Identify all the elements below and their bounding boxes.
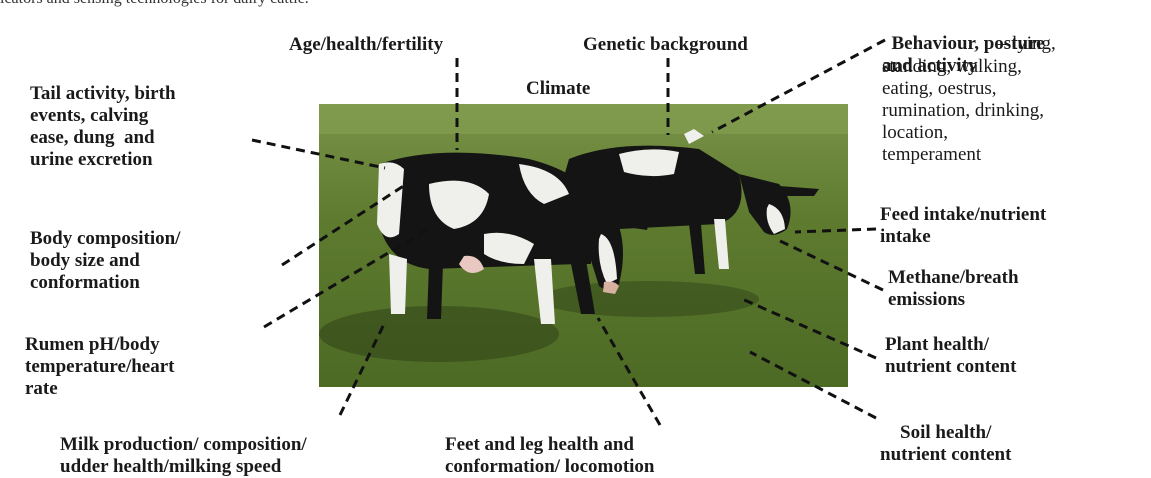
behaviour-heading-suffix: – lying, <box>993 33 1056 55</box>
leader-feet <box>598 318 660 425</box>
label-methane: Methane/breath emissions <box>888 267 1019 311</box>
label-body-composition: Body composition/ body size and conforma… <box>30 228 180 294</box>
label-age-health: Age/health/fertility <box>289 34 443 56</box>
leader-milk <box>340 322 385 415</box>
label-rumen: Rumen pH/body temperature/heart rate <box>25 334 174 400</box>
label-plant-health: Plant health/ nutrient content <box>885 334 1016 378</box>
label-milk-production: Milk production/ composition/ udder heal… <box>60 434 307 478</box>
leader-plant <box>740 298 876 358</box>
label-tail-activity: Tail activity, birth events, calving eas… <box>30 83 176 171</box>
leader-feed <box>795 229 876 232</box>
label-genetic-background: Genetic background <box>583 34 748 56</box>
leader-methane <box>778 240 883 290</box>
label-climate: Climate <box>526 78 590 100</box>
label-feed-intake: Feed intake/nutrient intake <box>880 204 1046 248</box>
label-behaviour-details: standing, walking, eating, oestrus, rumi… <box>882 56 1044 166</box>
leader-soil <box>750 352 876 418</box>
leader-rumen <box>264 228 430 327</box>
label-feet-leg-health: Feet and leg health and conformation/ lo… <box>445 434 655 478</box>
label-soil-health: Soil health/ nutrient content <box>880 422 1011 466</box>
leader-tail <box>252 140 385 168</box>
